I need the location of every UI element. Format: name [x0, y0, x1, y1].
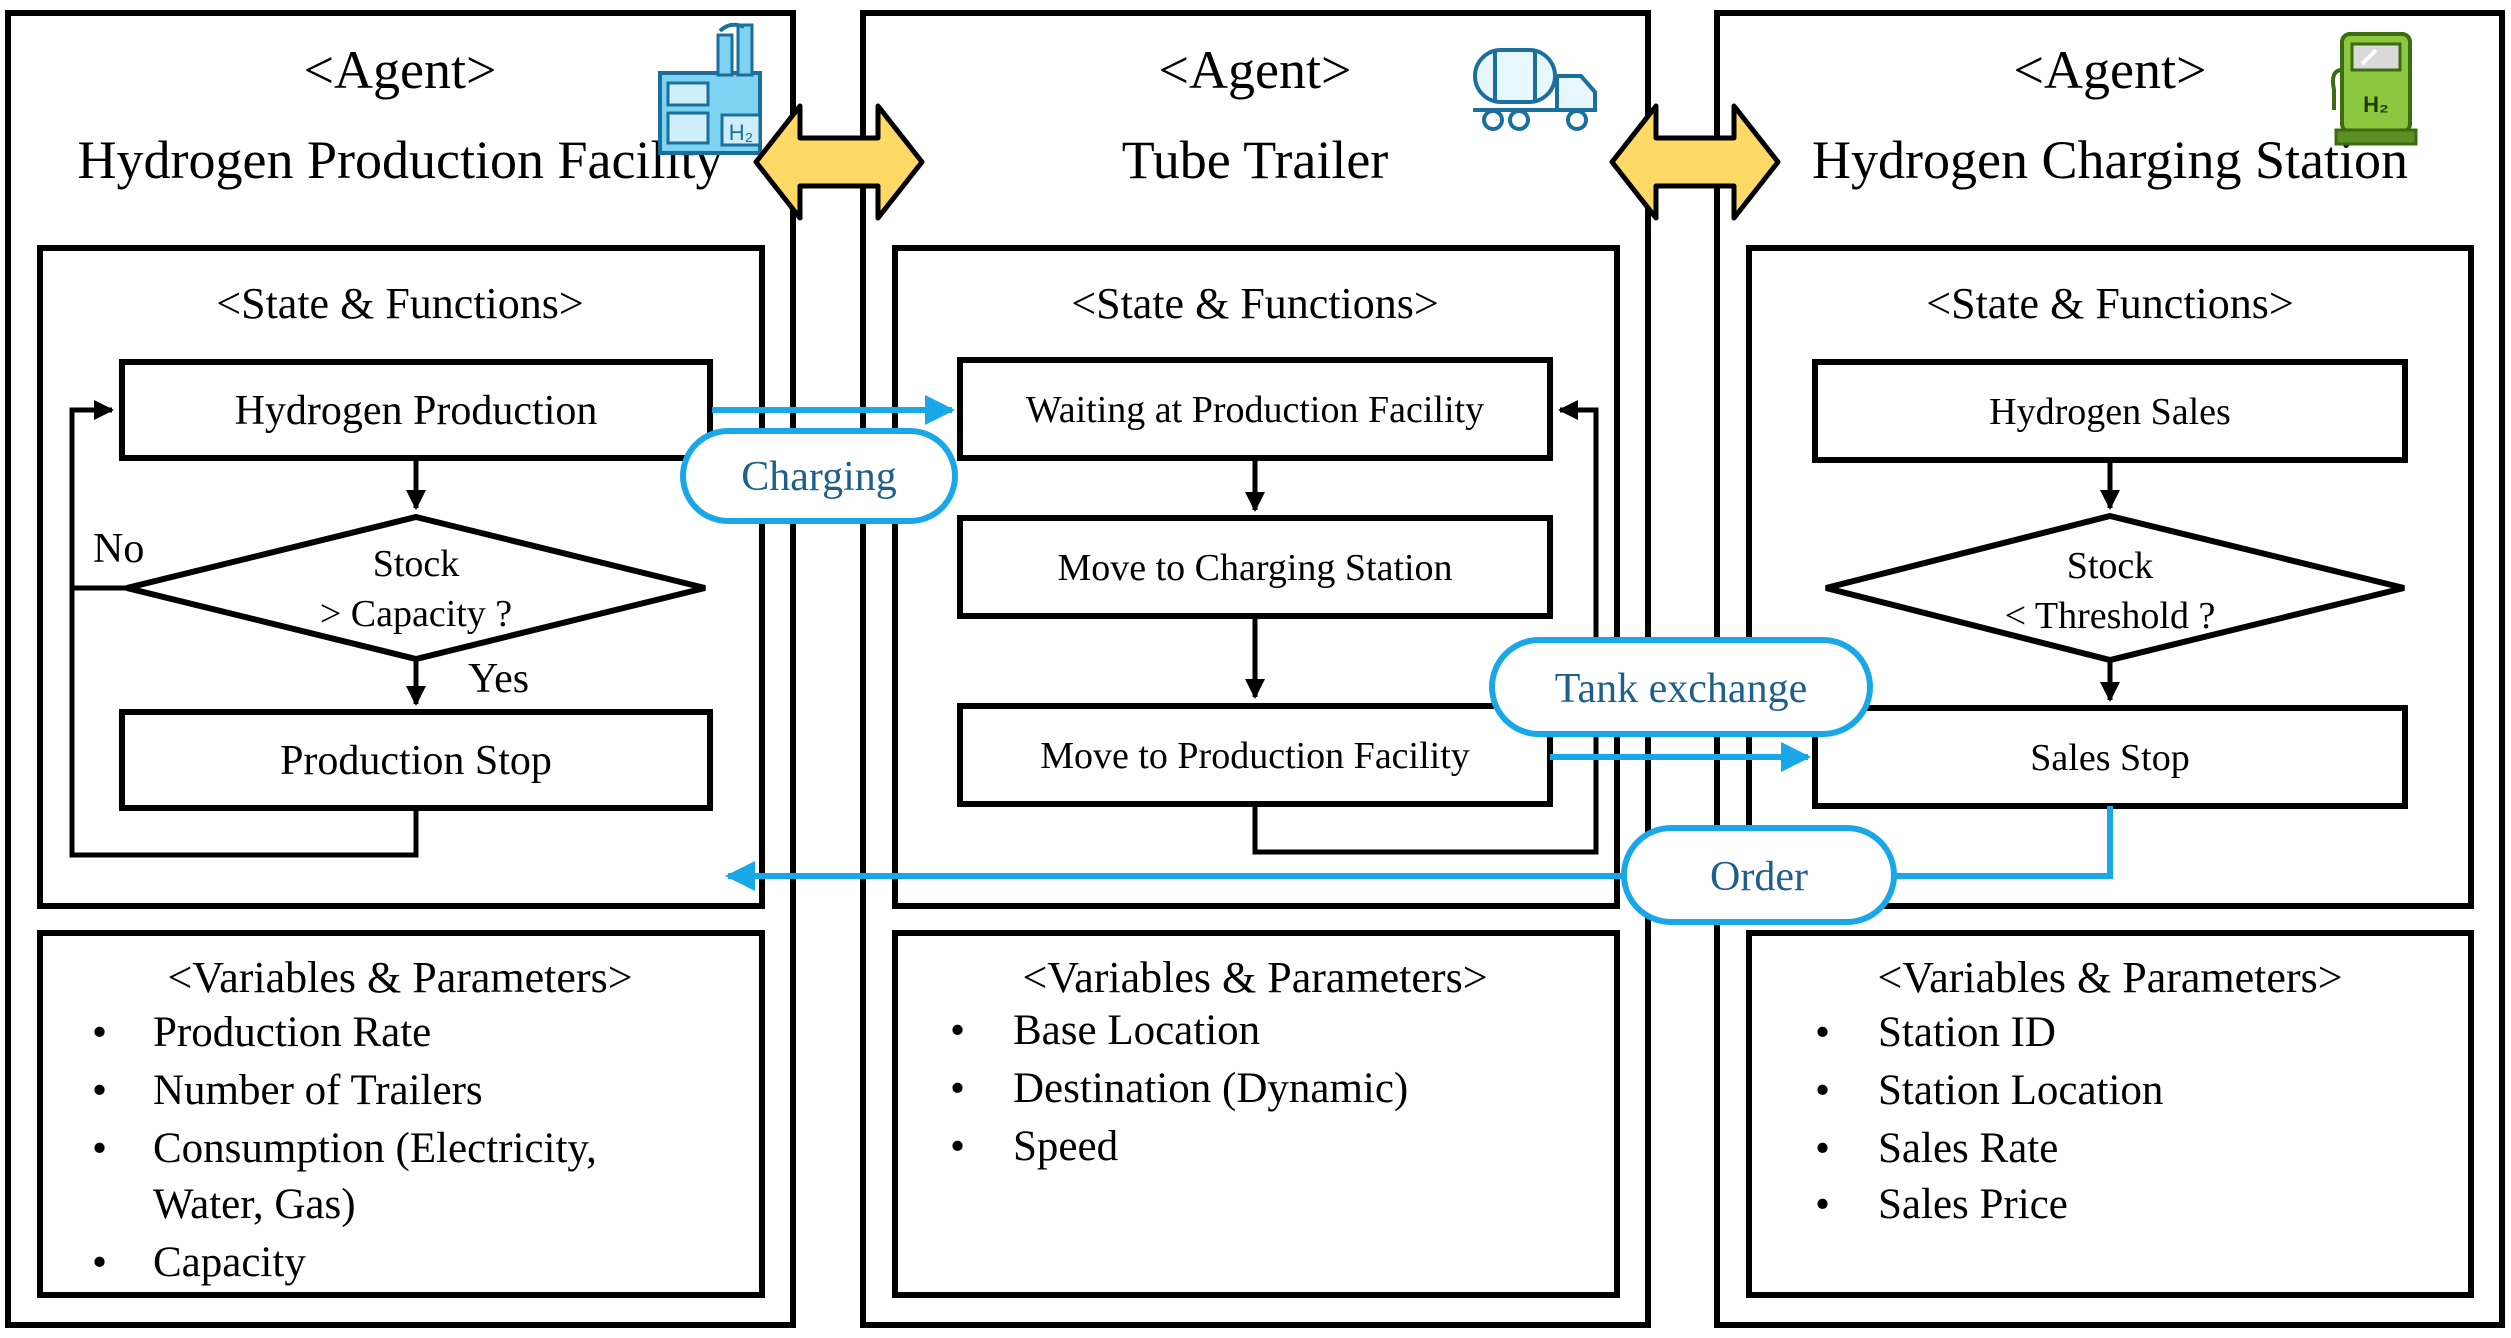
state-functions-panel	[892, 245, 1620, 909]
decision-line1: Stock	[373, 543, 460, 585]
agent-label: <Agent>	[2014, 40, 2207, 100]
state-move-production	[957, 703, 1553, 807]
agent-label: <Agent>	[1159, 40, 1352, 100]
fuel-pump-h2-icon: H₂	[2331, 32, 2418, 146]
variable-item: Sales Rate	[1878, 1125, 2058, 1172]
charging-pill	[680, 428, 958, 524]
bullet: •	[1815, 1067, 1830, 1114]
state-move-charging	[957, 515, 1553, 619]
state-label: Hydrogen Production	[235, 388, 598, 434]
state-sales-stop	[1812, 705, 2408, 809]
decision-line2: < Threshold ?	[2005, 595, 2216, 637]
charging-label: Charging	[741, 454, 897, 500]
state-label: Move to Charging Station	[1057, 547, 1452, 589]
decision-stock-capacity	[126, 513, 706, 663]
variables-list: • Station ID • Station Location • Sales …	[1815, 1009, 2163, 1228]
section-title: <State & Functions>	[216, 279, 583, 328]
variables-title: <Variables & Parameters>	[1022, 953, 1487, 1002]
variable-item: Consumption (Electricity,	[153, 1125, 597, 1172]
yes-label: Yes	[468, 656, 529, 702]
message-charging: Charging	[680, 395, 958, 524]
state-functions-panel	[1746, 245, 2474, 909]
order-pill	[1621, 825, 1897, 925]
bullet: •	[950, 1007, 965, 1054]
decision-line2: > Capacity ?	[320, 593, 512, 635]
bullet: •	[92, 1239, 107, 1286]
factory-h2-icon: H₂	[658, 22, 762, 155]
return-loop-line	[1252, 400, 1599, 855]
bullet: •	[1815, 1181, 1830, 1228]
bullet: •	[1815, 1009, 1830, 1056]
variable-item: Base Location	[1013, 1007, 1260, 1054]
agent-name: Hydrogen Charging Station	[1812, 130, 2408, 190]
agent-label: <Agent>	[304, 40, 497, 100]
variables-list: • Production Rate • Number of Trailers •…	[92, 1009, 597, 1286]
variable-item: Station Location	[1878, 1067, 2163, 1114]
state-label: Move to Production Facility	[1040, 735, 1470, 777]
agent-frame-production	[5, 10, 796, 1328]
variable-item: Water, Gas)	[153, 1181, 356, 1228]
tank-exchange-label: Tank exchange	[1555, 666, 1807, 712]
order-label: Order	[1710, 854, 1808, 900]
double-arrow-left	[753, 103, 925, 221]
no-label: No	[93, 526, 144, 572]
agent-production: <Agent> Hydrogen Production Facility H₂ …	[5, 10, 796, 1328]
no-loop-line	[69, 400, 127, 591]
variable-item: Production Rate	[153, 1009, 431, 1056]
variable-item: Number of Trailers	[153, 1067, 483, 1114]
bullet: •	[1815, 1125, 1830, 1172]
bullet: •	[92, 1009, 107, 1056]
variables-list: • Base Location • Destination (Dynamic) …	[950, 1007, 1408, 1170]
agent-name: Tube Trailer	[1122, 130, 1389, 190]
svg-text:H₂: H₂	[2363, 92, 2389, 117]
agent-station: <Agent> Hydrogen Charging Station H₂ <St…	[1714, 10, 2505, 1328]
variable-item: Destination (Dynamic)	[1013, 1065, 1408, 1112]
state-label: Sales Stop	[2030, 737, 2189, 779]
variable-item: Sales Price	[1878, 1181, 2068, 1228]
double-arrow-right	[1609, 103, 1781, 221]
state-label: Waiting at Production Facility	[1026, 389, 1484, 431]
state-label: Production Stop	[280, 738, 552, 784]
state-label: Hydrogen Sales	[1989, 391, 2231, 433]
variables-title: <Variables & Parameters>	[167, 953, 632, 1002]
return-loop-line	[69, 588, 419, 858]
variables-panel	[37, 930, 765, 1298]
agent-name: Hydrogen Production Facility	[78, 130, 723, 190]
svg-text:H₂: H₂	[729, 120, 753, 145]
message-tank-exchange: Tank exchange	[1489, 637, 1873, 772]
state-waiting-production	[957, 357, 1553, 461]
bullet: •	[950, 1123, 965, 1170]
variable-item: Capacity	[153, 1239, 306, 1286]
variables-title: <Variables & Parameters>	[1877, 953, 2342, 1002]
variables-panel	[1746, 930, 2474, 1298]
variable-item: Station ID	[1878, 1009, 2056, 1056]
tank-exchange-pill	[1489, 637, 1873, 737]
state-functions-panel	[37, 245, 765, 909]
bullet: •	[950, 1065, 965, 1112]
message-order: Order	[725, 806, 2113, 925]
state-hydrogen-production	[119, 359, 713, 461]
decision-stock-threshold	[1825, 512, 2405, 664]
bullet: •	[92, 1125, 107, 1172]
variables-panel	[892, 930, 1620, 1298]
tank-truck-icon	[1473, 48, 1597, 131]
decision-line1: Stock	[2067, 545, 2154, 587]
bullet: •	[92, 1067, 107, 1114]
section-title: <State & Functions>	[1926, 279, 2293, 328]
section-title: <State & Functions>	[1071, 279, 1438, 328]
order-arrow	[725, 806, 2113, 891]
variable-item: Speed	[1013, 1123, 1118, 1170]
agent-trailer: <Agent> Tube Trailer <State & Functions>…	[860, 10, 1651, 1328]
